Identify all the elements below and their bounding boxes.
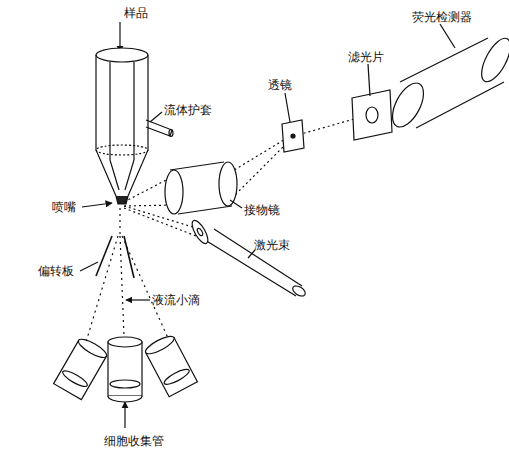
filter [352,90,392,140]
deflection-plates [96,236,134,278]
part-label: 细胞收集管 [104,434,164,448]
part-label: 荧光检测器 [412,10,472,24]
laser-beam [189,218,307,298]
part-label: 接物镜 [244,203,280,217]
part-label: 偏转板 [38,264,74,278]
part-label: 激光束 [254,238,290,252]
lens [282,120,304,152]
part-label: 液流小滴 [152,293,200,307]
collection-tubes [54,333,198,402]
part-label: 流体护套 [164,103,212,117]
part-label: 喷嘴 [52,200,76,214]
part-label: 透镜 [268,78,292,92]
droplet-streams [86,208,168,342]
flow-chamber [96,48,173,196]
leader-lines [80,24,455,428]
part-label: 滤光片 [348,50,384,64]
fluorescence-detector [386,34,509,132]
nozzle [116,196,128,204]
part-label: 样品 [124,6,148,20]
objective-lens [165,162,237,214]
